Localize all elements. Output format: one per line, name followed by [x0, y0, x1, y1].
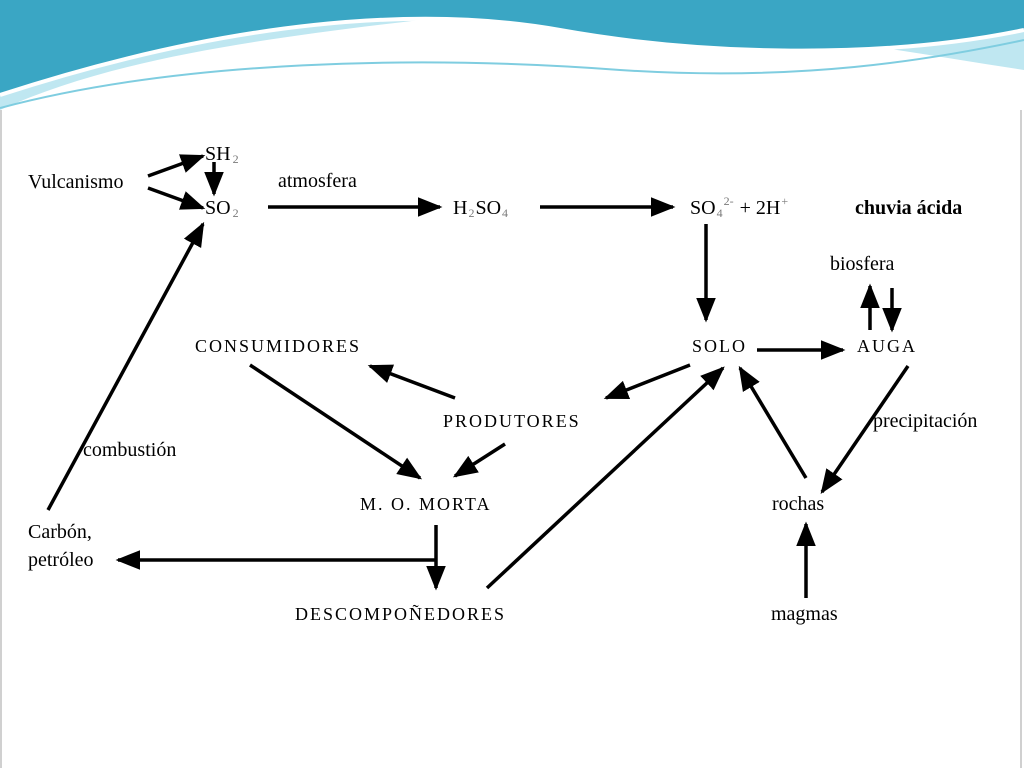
label-combustion: combustión [83, 439, 176, 461]
arrow-consumidores-momorta [249, 363, 423, 480]
label-precipitacion: precipitación [873, 410, 977, 432]
h2so4-subscript-2: 2 [468, 206, 474, 220]
so4-main: SO [690, 197, 716, 219]
arrow-produtores-momorta [452, 442, 506, 478]
label-solo: SOLO [692, 336, 747, 356]
arrow-solo-produtores [603, 363, 691, 400]
left-frame-border [0, 110, 2, 768]
arrow-auga-rochas [820, 365, 910, 495]
label-biosfera: biosfera [830, 253, 895, 275]
h2so4-subscript-4: 4 [502, 206, 508, 220]
arrow-vulcanismo-sh2 [147, 154, 206, 178]
right-frame-border [1020, 110, 1022, 768]
label-magmas: magmas [771, 603, 838, 625]
label-vulcanismo: Vulcanismo [28, 171, 123, 193]
h2so4-so: SO [475, 197, 501, 219]
so4-subscript: 4 [717, 206, 723, 220]
header-wave-highlight [0, 16, 1024, 97]
label-auga: AUGA [857, 336, 917, 356]
label-petroleo: petróleo [28, 549, 94, 571]
h-superscript: + [781, 194, 788, 208]
arrow-produtores-consumidores [367, 364, 456, 400]
label-so4-2h: SO42- + 2H+ [690, 194, 788, 220]
label-mo-morta: M. O. MORTA [360, 494, 492, 514]
h2so4-h: H [453, 197, 467, 219]
arrow-vulcanismo-so2 [147, 186, 206, 210]
label-consumidores: CONSUMIDORES [195, 336, 361, 356]
sh2-main: SH [205, 143, 231, 165]
header-wave-front [0, 0, 1024, 95]
label-descompone: DESCOMPOÑEDORES [295, 603, 506, 624]
sh2-subscript: 2 [233, 152, 239, 166]
label-carbon: Carbón, [28, 521, 92, 543]
so4-superscript: 2- [724, 194, 734, 208]
header-wave-line [0, 39, 1024, 109]
label-produtores: PRODUTORES [443, 411, 581, 431]
label-chuvia-acida: chuvia ácida [855, 197, 962, 219]
so2-main: SO [205, 197, 231, 219]
so2-subscript: 2 [233, 206, 239, 220]
label-h2so4: H2SO4 [453, 197, 508, 220]
arrow-carbon-so2 [46, 221, 205, 511]
arrows [46, 154, 910, 598]
arrow-rochas-solo [738, 365, 808, 479]
label-rochas: rochas [772, 493, 824, 515]
arrow-descompone-solo [485, 366, 725, 590]
label-atmosfera: atmosfera [278, 170, 357, 192]
plus-2h: + 2H [740, 197, 781, 219]
